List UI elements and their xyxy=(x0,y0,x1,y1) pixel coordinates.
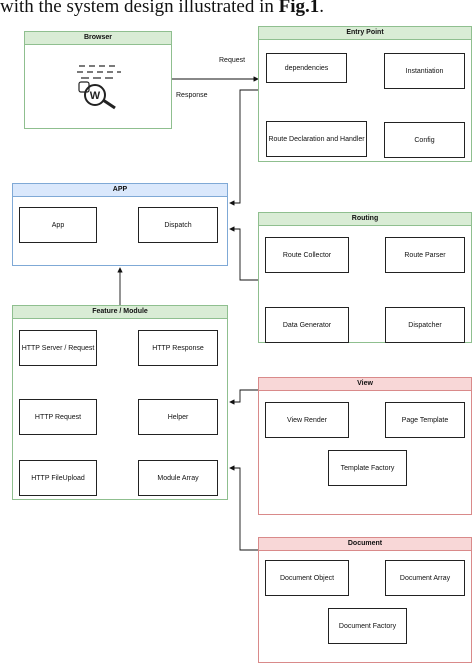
browser-panel: Browser W xyxy=(24,31,172,129)
dispatch-box: Dispatch xyxy=(138,207,218,243)
document-factory-box: Document Factory xyxy=(328,608,407,644)
page-template-box: Page Template xyxy=(385,402,465,438)
document-array-box: Document Array xyxy=(385,560,465,596)
caption-suffix: . xyxy=(319,0,325,17)
caption-prefix: with the system design illustrated in xyxy=(0,0,279,17)
browser-icon: W xyxy=(77,65,121,110)
edge-entry-app xyxy=(229,89,258,206)
view-title: View xyxy=(259,378,471,391)
data-generator-box: Data Generator xyxy=(265,307,349,343)
document-panel: Document Document Object Document Array … xyxy=(258,537,472,663)
entry-point-panel: Entry Point dependencies Instantiation R… xyxy=(258,26,472,162)
edge-document-feature xyxy=(229,465,258,551)
route-parser-box: Route Parser xyxy=(385,237,465,273)
document-title: Document xyxy=(259,538,471,551)
http-response-box: HTTP Response xyxy=(138,330,218,366)
routing-panel: Routing Route Collector Route Parser Dat… xyxy=(258,212,472,343)
entry-point-title: Entry Point xyxy=(259,27,471,40)
helper-box: Helper xyxy=(138,399,218,435)
http-server-box: HTTP Server / Request xyxy=(19,330,97,366)
edge-label-response: Response xyxy=(176,92,208,99)
http-request-box: HTTP Request xyxy=(19,399,97,435)
http-fileupload-box: HTTP FileUpload xyxy=(19,460,97,496)
browser-logo-letter: W xyxy=(90,90,101,102)
template-factory-box: Template Factory xyxy=(328,450,407,486)
view-panel: View View Render Page Template Template … xyxy=(258,377,472,515)
config-box: Config xyxy=(384,122,465,158)
figure-caption: with the system design illustrated in Fi… xyxy=(0,0,474,20)
dependencies-box: dependencies xyxy=(266,53,347,83)
module-array-box: Module Array xyxy=(138,460,218,496)
edge-routing-app xyxy=(229,226,258,281)
app-panel: APP App Dispatch xyxy=(12,183,228,266)
route-collector-box: Route Collector xyxy=(265,237,349,273)
app-title: APP xyxy=(13,184,227,197)
document-object-box: Document Object xyxy=(265,560,349,596)
browser-title: Browser xyxy=(25,32,171,45)
dispatcher-box: Dispatcher xyxy=(385,307,465,343)
instantiation-box: Instantiation xyxy=(384,53,465,89)
routing-title: Routing xyxy=(259,213,471,226)
feature-module-title: Feature / Module xyxy=(13,306,227,319)
edge-label-request: Request xyxy=(219,57,246,64)
route-declaration-box: Route Declaration and Handler xyxy=(266,121,367,157)
app-box: App xyxy=(19,207,97,243)
edge-view-feature xyxy=(229,389,258,405)
view-render-box: View Render xyxy=(265,402,349,438)
feature-module-panel: Feature / Module HTTP Server / Request H… xyxy=(12,305,228,500)
caption-figure-ref: Fig.1 xyxy=(278,0,320,17)
